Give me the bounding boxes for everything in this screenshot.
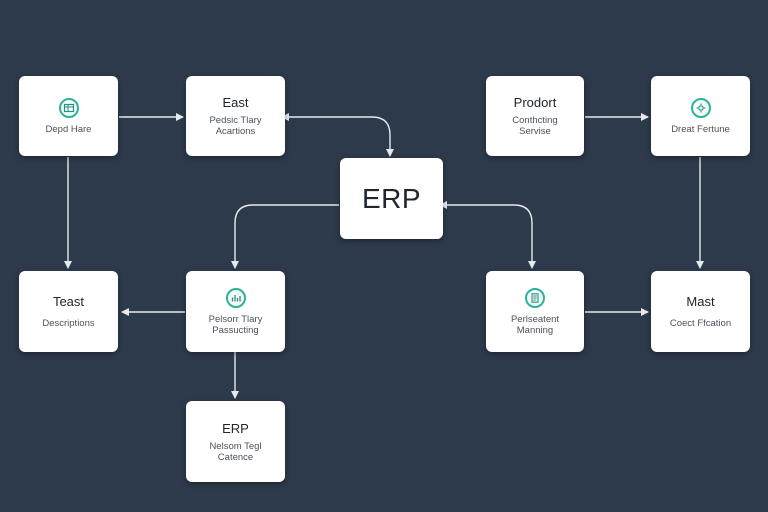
node-title: Teast (52, 294, 85, 309)
node-subtitle: Conthcting Servise (512, 115, 558, 137)
node-title: ERP (361, 182, 422, 214)
node-teast[interactable]: Teast Descriptions (19, 271, 118, 352)
node-label: Perlseatent Manning (510, 313, 560, 336)
document-icon (525, 287, 545, 308)
node-perlseatent[interactable]: Perlseatent Manning (486, 271, 584, 352)
edge-n2-erp (281, 113, 394, 157)
node-east[interactable]: East Pedsic Tlary Acartions (186, 76, 285, 156)
node-label: Pelsorr Tlary Passucting (208, 313, 263, 336)
node-subtitle: Coect Ffcation (669, 318, 732, 329)
cloud-gear-icon (690, 97, 711, 118)
edge-erp-n8 (439, 201, 536, 269)
node-title: East (222, 95, 249, 110)
node-erp-bottom[interactable]: ERP Nelsom Tegl Catence (186, 401, 285, 482)
node-pelsorr-tlary[interactable]: Pelsorr Tlary Passucting (186, 271, 285, 352)
node-title: Mast (686, 294, 715, 309)
node-prodort[interactable]: Prodort Conthcting Servise (486, 76, 584, 156)
node-title: ERP (222, 420, 249, 436)
node-subtitle: Pedsic Tlary Acartions (209, 115, 262, 137)
node-subtitle: Descriptions (42, 318, 95, 329)
chart-icon (225, 287, 246, 308)
node-title: Prodort (513, 95, 557, 110)
node-dreat-fertune[interactable]: Dreat Fertune (651, 76, 750, 156)
node-label: Depd Hare (45, 123, 92, 135)
node-subtitle: Nelsom Tegl Catence (209, 440, 262, 463)
edge-erp-n7 (231, 204, 339, 269)
node-erp-center[interactable]: ERP (340, 158, 443, 239)
table-icon (58, 97, 79, 118)
node-depd-hare[interactable]: Depd Hare (19, 76, 118, 156)
node-mast[interactable]: Mast Coect Ffcation (651, 271, 750, 352)
node-label: Dreat Fertune (671, 123, 730, 135)
